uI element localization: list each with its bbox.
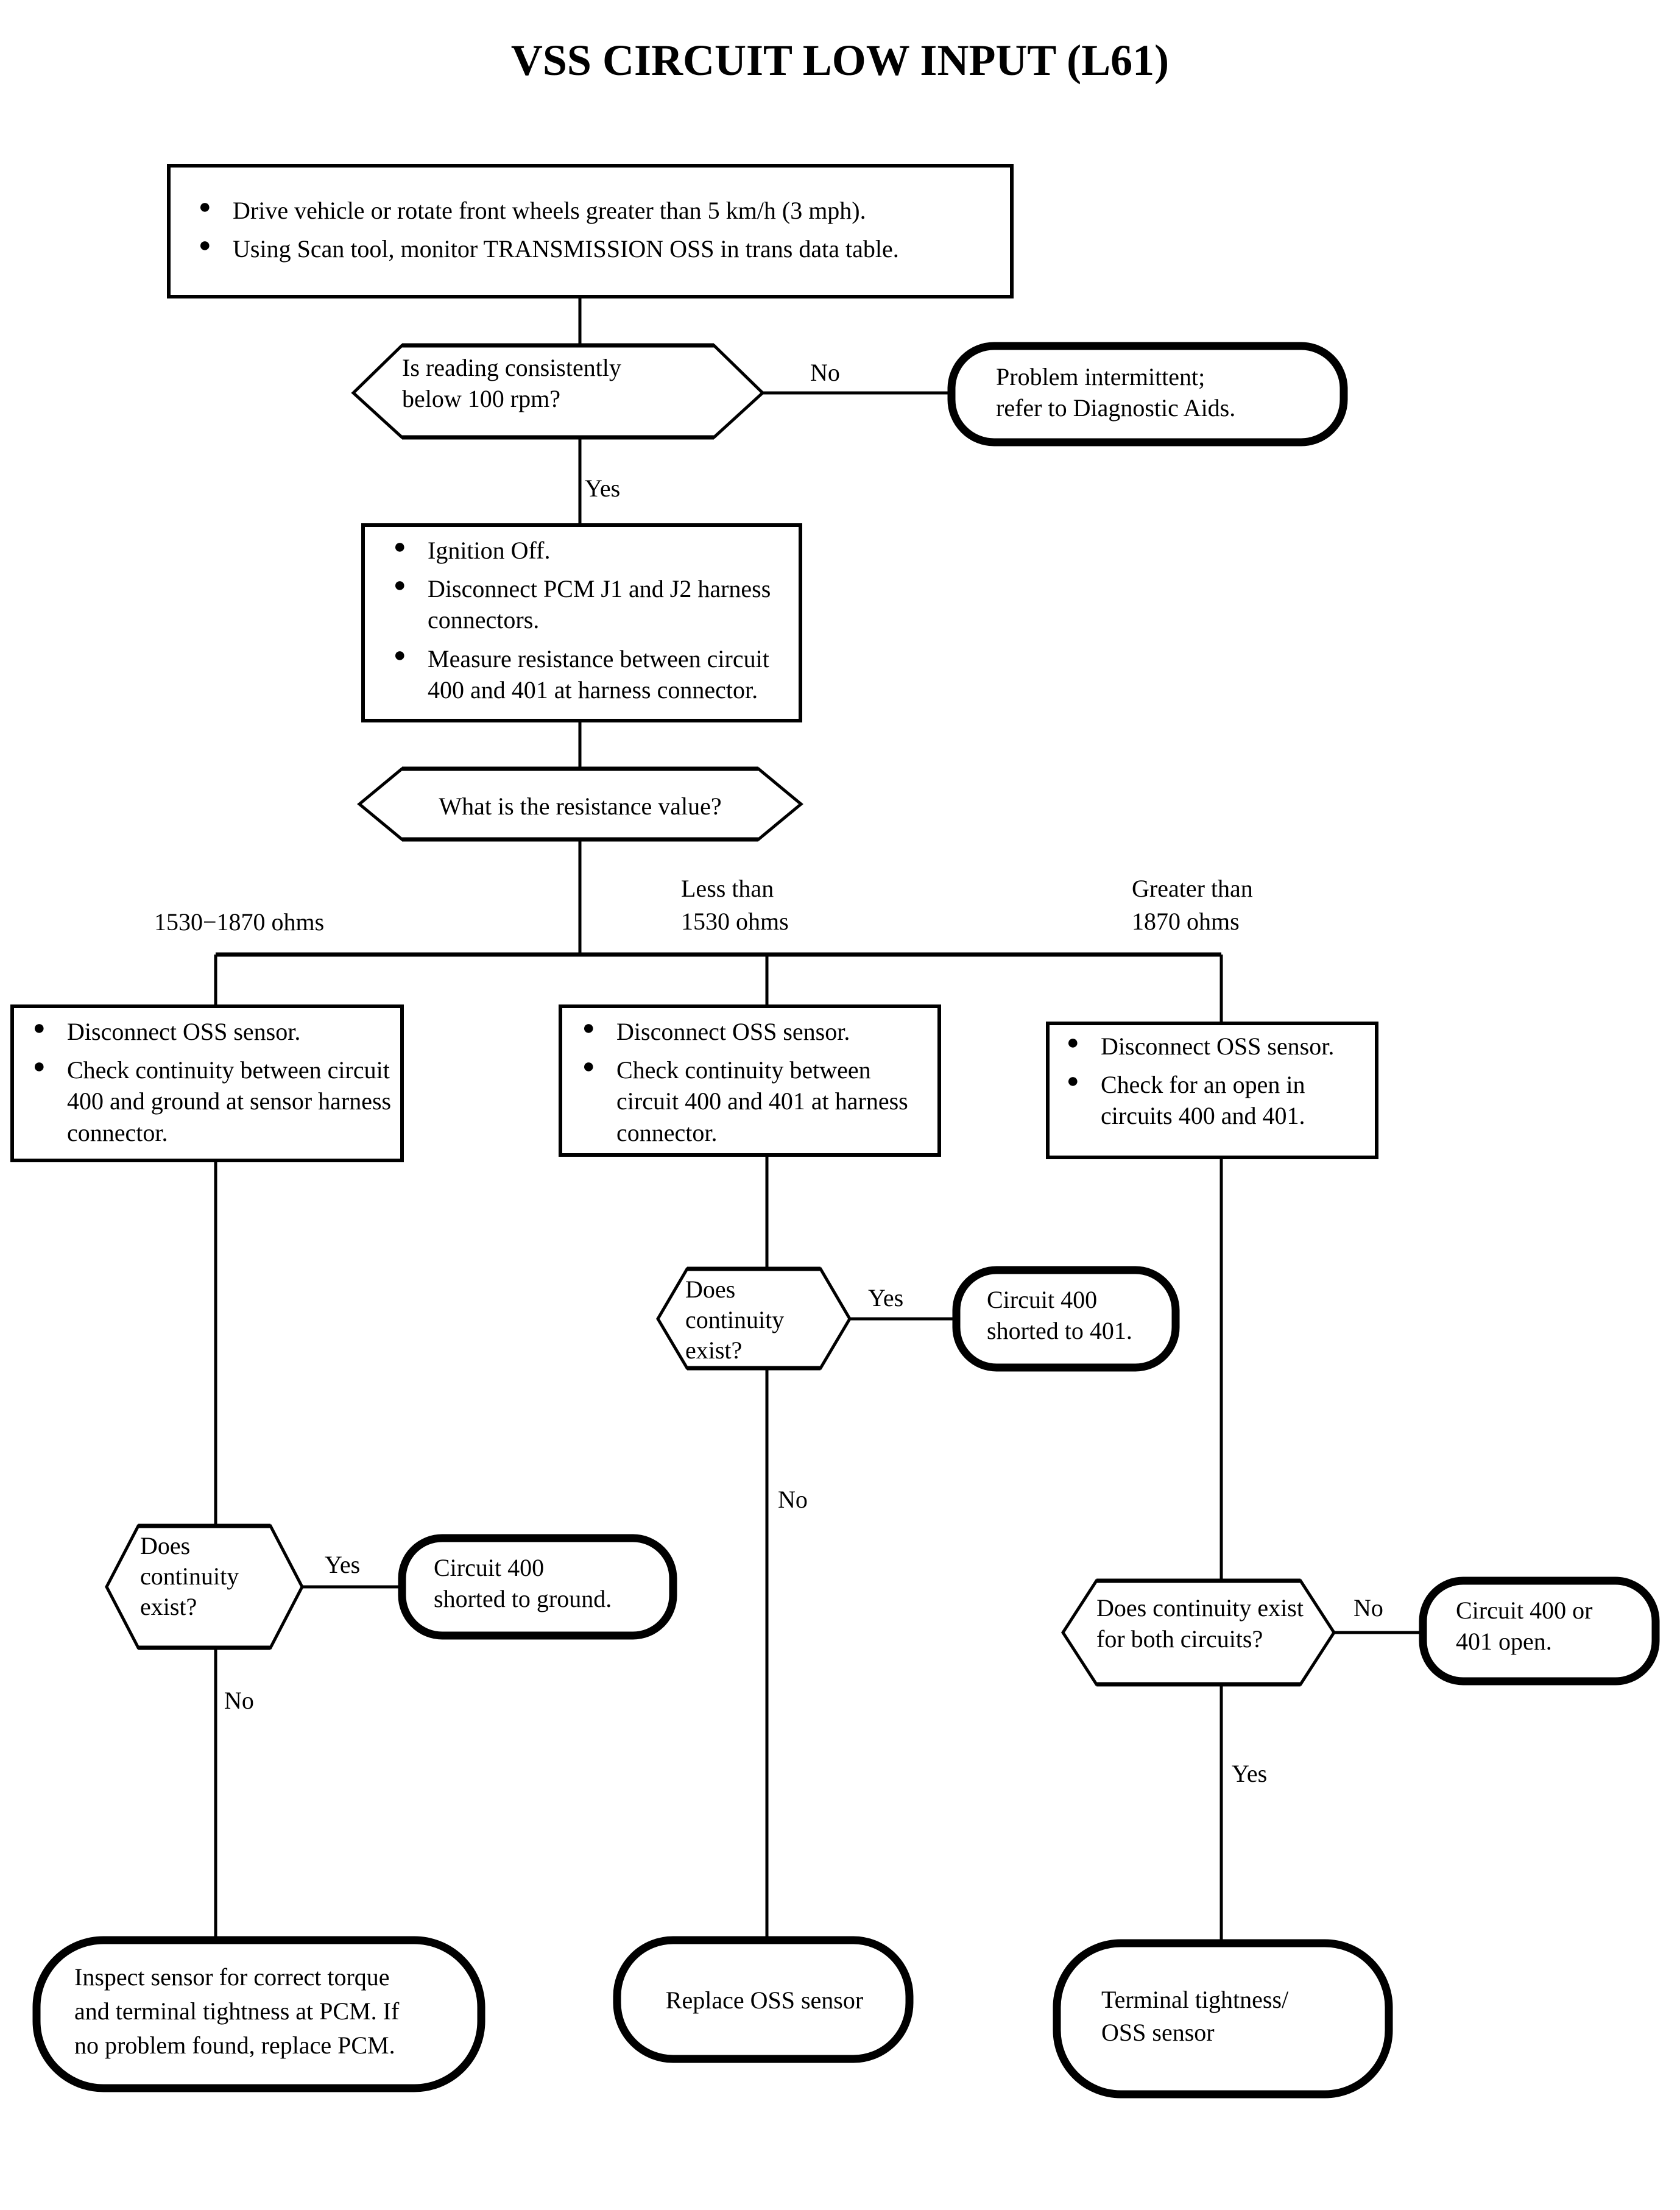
- start-box-bullet-1: Drive vehicle or rotate front wheels gre…: [233, 197, 866, 224]
- bullet-icon: ●: [394, 535, 406, 558]
- start-box-text: ● Drive vehicle or rotate front wheels gr…: [195, 195, 993, 264]
- bullet-icon: ●: [199, 196, 211, 218]
- terminal-shorted-ground-text: Circuit 400 shorted to ground.: [434, 1554, 612, 1613]
- right-check-bullet-1: Disconnect OSS sensor.: [1101, 1033, 1335, 1060]
- mid-decision-text: Does continuity exist?: [685, 1276, 785, 1364]
- node-left-check-box: [10, 1004, 404, 1162]
- edge-label-mid-no: No: [778, 1486, 808, 1513]
- node-terminal-intermittent: [947, 342, 1348, 447]
- node-terminal-shorted-ground: [398, 1534, 677, 1640]
- bullet-icon: ●: [199, 234, 211, 257]
- node-measure-box: [361, 523, 802, 722]
- left-check-box-text: ● Disconnect OSS sensor. ● Check continuit…: [29, 1016, 395, 1148]
- measure-box-text: ● Ignition Off. ● Disconnect PCM J1 and J2…: [390, 535, 780, 705]
- node-terminal-inspect-pcm: [32, 1936, 485, 2092]
- node-start-box: [167, 164, 1014, 298]
- edge-label-left-no: No: [224, 1687, 254, 1714]
- decision-resistance-text: What is the resistance value?: [439, 793, 722, 820]
- node-terminal-shorted-401: [952, 1266, 1180, 1372]
- bullet-icon: ●: [33, 1017, 46, 1039]
- edge-label-right-no: No: [1354, 1594, 1383, 1622]
- left-check-bullet-2: Check continuity between circuit 400 and…: [67, 1056, 392, 1146]
- edge-label-mid-yes: Yes: [868, 1284, 904, 1312]
- edge-label-reading-no: No: [810, 359, 840, 386]
- mid-check-bullet-2: Check continuity between circuit 400 and…: [616, 1056, 908, 1146]
- node-right-check-box: [1046, 1022, 1378, 1159]
- bullet-icon: ●: [1067, 1031, 1079, 1054]
- measure-box-bullet-1: Ignition Off.: [428, 537, 551, 564]
- bullet-icon: ●: [582, 1017, 595, 1039]
- edge-label-left-yes: Yes: [325, 1551, 361, 1578]
- terminal-shorted-401-text: Circuit 400 shorted to 401.: [987, 1286, 1132, 1345]
- right-check-box-text: ● Disconnect OSS sensor. ● Check for an op…: [1063, 1031, 1368, 1132]
- start-box-bullet-2: Using Scan tool, monitor TRANSMISSION OS…: [233, 235, 899, 263]
- terminal-terminal-tightness-text: Terminal tightness/ OSS sensor: [1101, 1986, 1289, 2046]
- mid-check-bullet-1: Disconnect OSS sensor.: [616, 1018, 850, 1045]
- right-check-bullet-2: Check for an open in circuits 400 and 40…: [1101, 1071, 1305, 1130]
- edge-label-right-yes: Yes: [1232, 1760, 1268, 1787]
- terminal-replace-oss-text: Replace OSS sensor: [665, 1986, 864, 2014]
- mid-check-box-text: ● Disconnect OSS sensor. ● Check continuit…: [579, 1016, 932, 1148]
- bullet-icon: ●: [394, 574, 406, 597]
- measure-box-bullet-2: Disconnect PCM J1 and J2 harness connect…: [428, 575, 771, 634]
- measure-box-bullet-3: Measure resistance between circuit 400 a…: [428, 644, 769, 704]
- bullet-icon: ●: [394, 643, 406, 666]
- terminal-open-text: Circuit 400 or 401 open.: [1456, 1597, 1593, 1656]
- terminal-inspect-pcm-text: Inspect sensor for correct torque and te…: [74, 1963, 400, 2059]
- edge-label-branch-left: 1530−1870 ohms: [154, 908, 325, 936]
- left-decision-text: Does continuity exist?: [140, 1532, 239, 1620]
- node-terminal-terminal-tightness: [1053, 1939, 1393, 2099]
- bullet-icon: ●: [1067, 1070, 1079, 1093]
- node-terminal-open: [1419, 1576, 1660, 1686]
- left-check-bullet-1: Disconnect OSS sensor.: [67, 1018, 301, 1045]
- node-mid-check-box: [559, 1004, 941, 1157]
- edge-label-branch-mid: Less than 1530 ohms: [681, 875, 789, 935]
- decision-reading-text: Is reading consistently below 100 rpm?: [402, 354, 621, 413]
- node-terminal-replace-oss: [613, 1936, 914, 2063]
- edge-label-reading-yes: Yes: [585, 475, 621, 502]
- right-decision-text: Does continuity exist for both circuits?: [1096, 1594, 1304, 1653]
- edge-label-branch-right: Greater than 1870 ohms: [1132, 875, 1253, 935]
- bullet-icon: ●: [33, 1055, 46, 1078]
- page-title: VSS CIRCUIT LOW INPUT (L61): [510, 36, 1170, 85]
- terminal-intermittent-text: Problem intermittent; refer to Diagnosti…: [996, 363, 1236, 422]
- bullet-icon: ●: [582, 1055, 595, 1078]
